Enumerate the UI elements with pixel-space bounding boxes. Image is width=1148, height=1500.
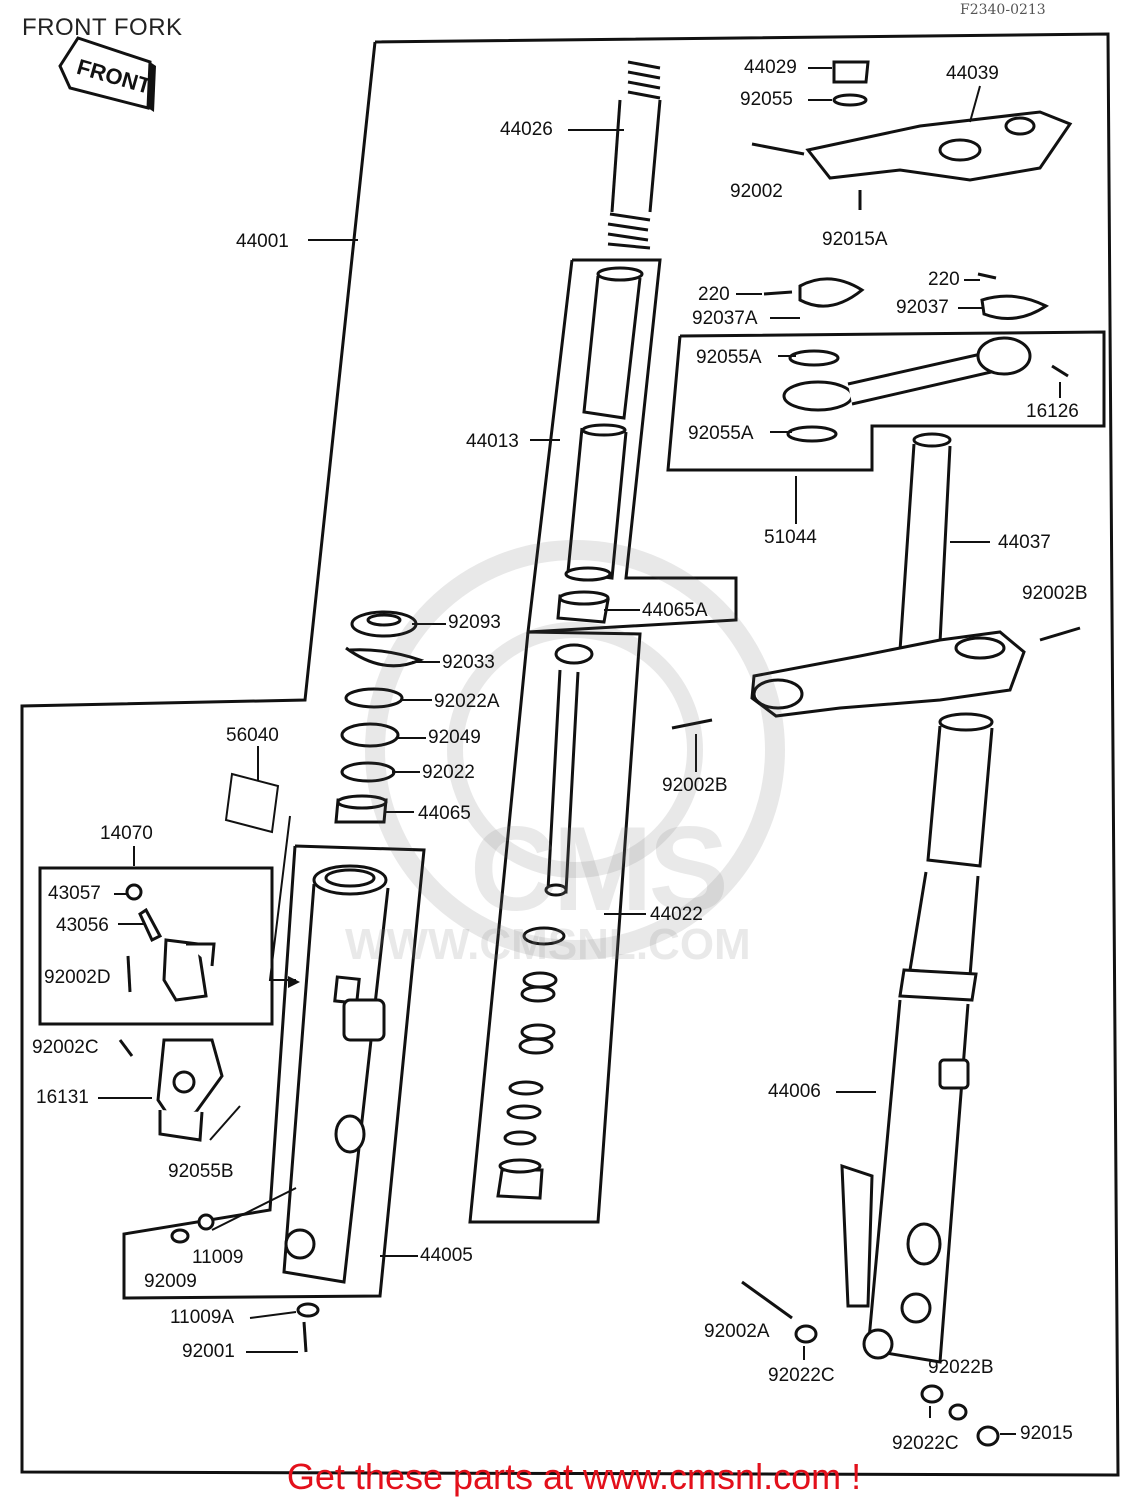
part-label-44001: 44001 xyxy=(236,231,289,252)
caliper-bracket-parts xyxy=(125,883,216,1002)
part-label-92002B-mid: 92002B xyxy=(662,775,728,796)
top-bridge-44039 xyxy=(751,60,1073,210)
part-label-56040: 56040 xyxy=(226,725,279,746)
steering-stem-44037 xyxy=(671,432,1081,730)
inner-tube-44013 xyxy=(564,266,644,582)
damper-rod-44022 xyxy=(496,643,594,1200)
footer-promo-link[interactable]: Get these parts at www.cmsnl.com ! xyxy=(286,1456,862,1497)
part-label-92055B: 92055B xyxy=(168,1161,234,1182)
part-label-220-right: 220 xyxy=(928,269,960,290)
part-label-44039: 44039 xyxy=(946,63,999,84)
part-label-16131: 16131 xyxy=(36,1087,89,1108)
part-label-44022: 44022 xyxy=(650,904,703,925)
assembly-outline-44001 xyxy=(20,32,1120,1477)
part-label-92055A-top: 92055A xyxy=(696,347,762,368)
part-label-92022A: 92022A xyxy=(434,691,500,712)
part-label-220-left: 220 xyxy=(698,284,730,305)
part-label-44005: 44005 xyxy=(420,1245,473,1266)
part-label-44029: 44029 xyxy=(744,57,797,78)
part-label-92002B-right: 92002B xyxy=(1022,583,1088,604)
handlebar-clamps xyxy=(763,272,1049,320)
watermark-brand: CMS xyxy=(470,802,729,936)
part-label-92037: 92037 xyxy=(896,297,949,318)
part-label-11009A: 11009A xyxy=(170,1307,235,1328)
group-box-44005 xyxy=(122,844,426,1300)
group-box-44022 xyxy=(468,630,642,1224)
part-label-92022B: 92022B xyxy=(928,1357,994,1378)
part-label-92049: 92049 xyxy=(428,727,481,748)
part-label-92022: 92022 xyxy=(422,762,475,783)
part-label-92022C-lower: 92022C xyxy=(892,1433,959,1454)
part-label-44065A: 44065A xyxy=(642,600,708,621)
part-label-92055A-bottom: 92055A xyxy=(688,423,754,444)
bushing-44065A xyxy=(556,590,610,624)
pointer-arrow-56040 xyxy=(268,815,296,981)
part-label-14070: 14070 xyxy=(100,823,153,844)
leader-lines xyxy=(98,67,1061,1435)
right-fork-leg-44006 xyxy=(741,712,1000,1447)
part-label-44026: 44026 xyxy=(500,119,553,140)
handlebar-51044 xyxy=(782,336,1069,443)
part-label-92015A: 92015A xyxy=(822,229,888,250)
part-label-11009: 11009 xyxy=(192,1247,244,1268)
part-label-92002A: 92002A xyxy=(704,1321,770,1342)
page-title: FRONT FORK xyxy=(22,14,183,41)
part-label-92002D: 92002D xyxy=(44,967,111,988)
part-label-43057: 43057 xyxy=(48,883,101,904)
part-label-44013: 44013 xyxy=(466,431,519,452)
part-label-16126: 16126 xyxy=(1026,401,1079,422)
group-box-51044 xyxy=(666,330,1106,472)
part-label-92002C: 92002C xyxy=(32,1037,99,1058)
front-direction-arrow: FRONT xyxy=(58,36,156,112)
part-label-43056: 43056 xyxy=(56,915,109,936)
part-label-44006: 44006 xyxy=(768,1081,821,1102)
part-label-92022C-upper: 92022C xyxy=(768,1365,835,1386)
lower-fasteners xyxy=(170,1213,320,1353)
part-label-92033: 92033 xyxy=(442,652,495,673)
watermark-url: WWW.CMSNL.COM xyxy=(345,920,751,969)
caution-label-56040 xyxy=(224,772,280,834)
brake-caliper-16131 xyxy=(118,1038,224,1142)
group-box-14070 xyxy=(38,866,274,1026)
fork-spring-44026 xyxy=(607,60,662,250)
outer-tube-44005 xyxy=(282,864,390,1284)
part-label-44065: 44065 xyxy=(418,803,471,824)
part-label-92009: 92009 xyxy=(144,1271,197,1292)
part-label-92055: 92055 xyxy=(740,89,793,110)
part-label-92015: 92015 xyxy=(1020,1423,1073,1444)
part-label-92002: 92002 xyxy=(730,181,783,202)
part-label-44037: 44037 xyxy=(998,532,1051,553)
part-label-92037A: 92037A xyxy=(692,308,758,329)
part-label-92001: 92001 xyxy=(182,1341,235,1362)
seal-stack xyxy=(334,610,425,824)
part-label-51044: 51044 xyxy=(764,527,817,548)
part-label-92093: 92093 xyxy=(448,612,501,633)
drawing-code: F2340-0213 xyxy=(960,2,1046,18)
